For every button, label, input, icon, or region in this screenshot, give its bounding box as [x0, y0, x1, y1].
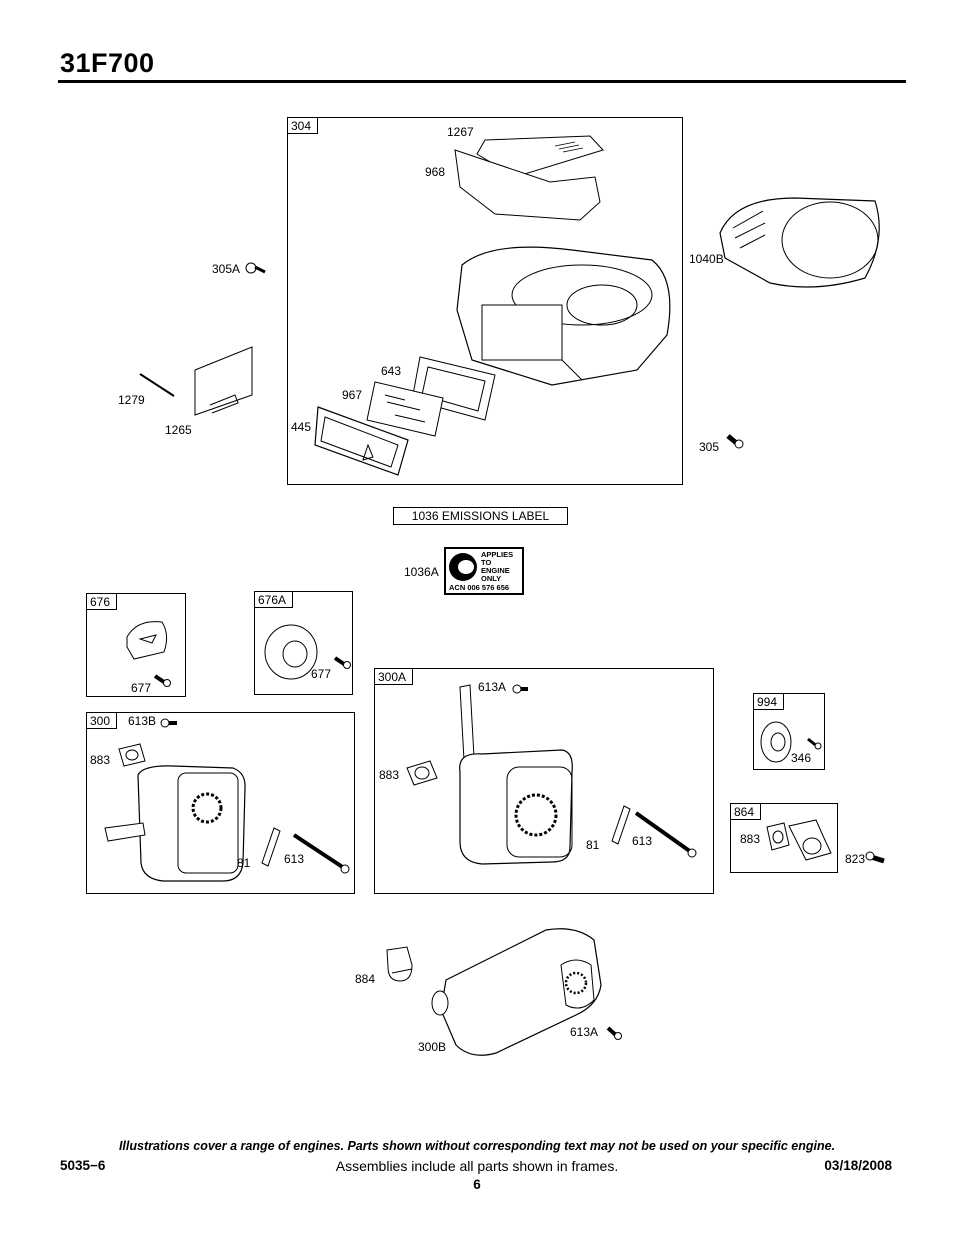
muffler-icon [426, 925, 606, 1060]
callout-613A: 613A [570, 1025, 599, 1039]
frame-304: 304 [287, 117, 683, 485]
callout-1040B: 1040B [689, 252, 724, 266]
callout-1265: 1265 [165, 423, 192, 437]
frame-676: 676 [86, 593, 186, 697]
c-mark-icon [449, 553, 477, 581]
frame-994: 994 [753, 693, 825, 770]
heat-shield-icon [122, 617, 172, 662]
bolt-icon [724, 432, 744, 450]
muffler-icon [103, 763, 248, 885]
callout-883: 883 [740, 832, 761, 846]
screw-icon [245, 258, 267, 278]
callout-883: 883 [379, 768, 400, 782]
callout-613B: 613B [128, 714, 157, 728]
frame-tag: 676A [255, 592, 294, 608]
spark-arrestor-icon [758, 720, 796, 765]
emissions-label-box: 1036 EMISSIONS LABEL [393, 507, 568, 525]
screw-icon [604, 1025, 622, 1041]
callout-305A: 305A [212, 262, 241, 276]
frame-676A: 676A [254, 591, 353, 695]
bolt-long-icon [633, 810, 698, 858]
filter-door-icon [313, 405, 413, 480]
title-divider [58, 80, 906, 83]
footer-note: Illustrations cover a range of engines. … [118, 1139, 836, 1153]
callout-305: 305 [699, 440, 720, 454]
bracket-icon [190, 345, 260, 420]
screw-icon [153, 672, 173, 688]
footer-assemblies-note: Assemblies include all parts shown in fr… [335, 1158, 619, 1174]
lock-plate-icon [610, 804, 632, 846]
frame-tag: 300 [87, 713, 118, 729]
muffler-icon [452, 682, 577, 867]
clamp-icon [382, 945, 417, 985]
callout-613: 613 [284, 852, 305, 866]
gasket-icon [404, 758, 440, 788]
callout-613A: 613A [478, 680, 507, 694]
callout-677: 677 [131, 681, 152, 695]
callout-1036A: 1036A [404, 565, 439, 579]
screw-icon [160, 715, 180, 731]
screw-icon [806, 736, 822, 750]
page-number: 6 [473, 1177, 481, 1192]
footer-date: 03/18/2008 [824, 1158, 892, 1173]
footer-code: 5035−6 [60, 1158, 106, 1173]
bolt-icon [866, 850, 888, 866]
callout-823: 823 [845, 852, 866, 866]
frame-300: 300 [86, 712, 355, 894]
frame-tag: 300A [375, 669, 414, 685]
callout-445: 445 [291, 420, 312, 434]
frame-tag: 676 [87, 594, 118, 610]
frame-tag: 304 [288, 118, 319, 134]
engine-shroud-icon [452, 240, 682, 390]
callout-677: 677 [311, 667, 332, 681]
callout-884: 884 [355, 972, 376, 986]
callout-300B: 300B [418, 1040, 447, 1054]
callout-346: 346 [791, 751, 812, 765]
frame-tag: 864 [731, 804, 762, 820]
callout-81: 81 [237, 856, 251, 870]
rod-icon [138, 372, 178, 400]
callout-81: 81 [586, 838, 600, 852]
frame-tag: 994 [754, 694, 785, 710]
blower-housing-icon [715, 193, 885, 293]
acn-number: ACN 006 576 656 [449, 583, 510, 592]
callout-967: 967 [342, 388, 363, 402]
pre-cleaner-icon [365, 380, 445, 440]
callout-643: 643 [381, 364, 402, 378]
flange-icon [261, 622, 321, 682]
gasket-icon [116, 741, 148, 769]
callout-883: 883 [90, 753, 111, 767]
screw-icon [333, 654, 353, 670]
bolt-long-icon [291, 832, 351, 874]
air-filter-cover-icon [455, 132, 605, 227]
callout-613: 613 [632, 834, 653, 848]
frame-300A: 300A [374, 668, 714, 894]
frame-864: 864 [730, 803, 838, 873]
exhaust-flange-icon [786, 818, 836, 863]
callout-1267: 1267 [447, 125, 474, 139]
gasket-icon [764, 821, 792, 853]
callout-968: 968 [425, 165, 446, 179]
lock-plate-icon [260, 826, 282, 868]
page-title: 31F700 [60, 48, 155, 78]
callout-1279: 1279 [118, 393, 145, 407]
bolt-icon [512, 681, 530, 697]
